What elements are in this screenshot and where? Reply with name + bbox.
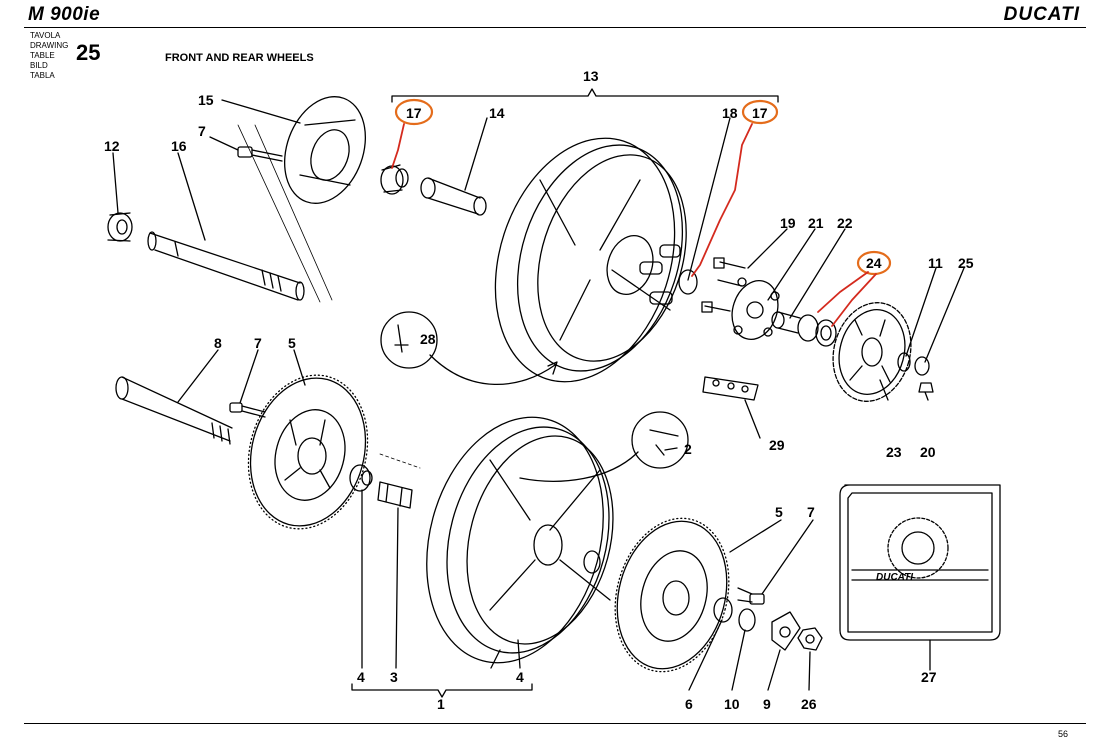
wheel-spacer <box>420 177 487 216</box>
front-brake-disc-right <box>614 517 730 673</box>
callout-22: 22 <box>837 215 853 231</box>
rear-axle <box>147 231 305 301</box>
callout-8: 8 <box>214 335 222 351</box>
table-label: DRAWING <box>30 41 69 50</box>
callout-14: 14 <box>489 105 505 121</box>
highlight-marks <box>394 98 892 276</box>
spacer-10 <box>738 608 756 632</box>
callout-6: 6 <box>685 696 693 712</box>
disc-bolt-front-left <box>229 402 266 418</box>
washer-11 <box>897 352 911 372</box>
table-label: TABLE <box>30 51 55 60</box>
carrier-bearing <box>797 314 837 347</box>
page-number: 56 <box>1057 729 1068 739</box>
valve-inset-rear <box>380 311 558 386</box>
callout-17: 17 <box>752 105 768 121</box>
highlight-ring-24 <box>856 250 892 276</box>
page-title: FRONT AND REAR WHEELS <box>165 52 314 64</box>
axle-nut-rear <box>107 212 133 242</box>
cover-logo-text: DUCATI <box>876 572 913 583</box>
seal-6 <box>713 597 733 623</box>
callout-2: 2 <box>684 441 692 457</box>
table-label-list: TAVOLA DRAWING TABLE BILD TABLA <box>30 31 68 81</box>
wheel-bearing-left <box>380 164 409 195</box>
callout-10: 10 <box>724 696 740 712</box>
rear-sprocket <box>832 302 912 402</box>
callout-4: 4 <box>516 669 524 685</box>
callout-5: 5 <box>288 335 296 351</box>
callout-13: 13 <box>583 68 599 84</box>
bracket-1 <box>351 683 533 698</box>
callout-7: 7 <box>807 504 815 520</box>
bearing-18 <box>678 269 698 295</box>
callout-7: 7 <box>254 335 262 351</box>
callout-12: 12 <box>104 138 120 154</box>
valve-inset-front <box>519 411 689 482</box>
sprocket-cover <box>839 484 1001 641</box>
callout-17: 17 <box>406 105 422 121</box>
disc-bolt-front-right <box>737 587 765 605</box>
callout-9: 9 <box>763 696 771 712</box>
highlight-ring-17-left <box>394 98 434 126</box>
rear-brake-disc <box>283 96 367 204</box>
callout-7: 7 <box>198 123 206 139</box>
bracket-13 <box>391 88 779 103</box>
callout-18: 18 <box>722 105 738 121</box>
hub-studs <box>639 244 681 305</box>
washer-25 <box>914 356 930 376</box>
callout-28: 28 <box>420 331 436 347</box>
rear-wheel-rim <box>494 137 687 383</box>
disc-bolt-top <box>237 146 283 162</box>
highlight-ring-17-right <box>741 99 779 125</box>
callout-21: 21 <box>808 215 824 231</box>
cush-drive-studs <box>701 257 746 313</box>
front-wheel-rim <box>426 416 614 664</box>
carrier-spacer <box>771 311 801 334</box>
table-number: 25 <box>76 40 101 65</box>
brand-logo-text: DUCATI <box>1003 4 1080 25</box>
callout-11: 11 <box>928 255 943 271</box>
chain-link <box>702 376 759 401</box>
sprocket-nut <box>918 382 934 393</box>
callout-26: 26 <box>801 696 817 712</box>
table-label: BILD <box>30 61 48 70</box>
callout-15: 15 <box>198 92 214 108</box>
callout-1: 1 <box>437 696 445 712</box>
highlight-leaders <box>391 123 877 327</box>
speedo-drive-9 <box>771 611 801 651</box>
front-brake-disc-left <box>247 374 369 530</box>
sprocket-carrier <box>731 277 780 340</box>
table-label: TABLA <box>30 71 55 80</box>
header-rule <box>24 27 1086 28</box>
callout-20: 20 <box>920 444 936 460</box>
axle-nut-front <box>797 627 823 651</box>
callout-27: 27 <box>921 669 937 685</box>
callout-16: 16 <box>171 138 187 154</box>
front-spacer <box>377 481 413 509</box>
callout-3: 3 <box>390 669 398 685</box>
front-axle <box>115 376 233 445</box>
callout-5: 5 <box>775 504 783 520</box>
callout-4: 4 <box>357 669 365 685</box>
callout-23: 23 <box>886 444 902 460</box>
callout-24: 24 <box>866 255 882 271</box>
footer-rule <box>24 723 1086 724</box>
model-name: M 900ie <box>28 4 101 25</box>
callout-25: 25 <box>958 255 974 271</box>
callout-19: 19 <box>780 215 796 231</box>
table-label: TAVOLA <box>30 31 61 40</box>
callout-29: 29 <box>769 437 785 453</box>
front-bearing-left <box>349 464 373 492</box>
